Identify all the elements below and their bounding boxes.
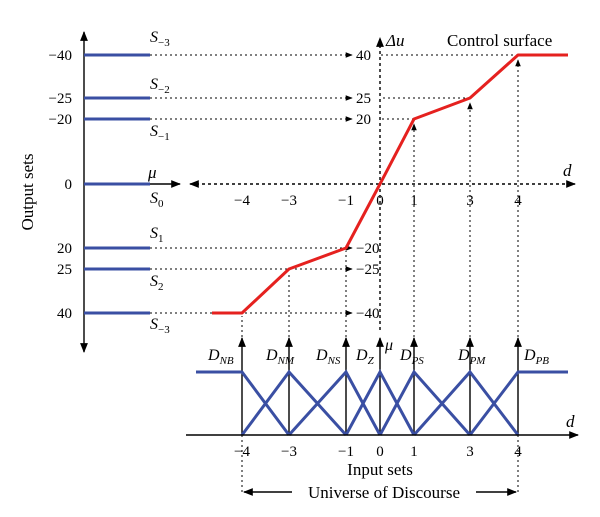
mf-ps bbox=[378, 369, 472, 436]
output-tick-m20: −20 bbox=[49, 112, 72, 128]
upper-d-tick-0: 0 bbox=[376, 193, 384, 209]
input-membership-functions bbox=[196, 368, 568, 437]
output-tick-labels: −40 −25 −20 0 20 25 40 bbox=[49, 48, 72, 322]
universe-label-bg bbox=[292, 481, 476, 503]
control-surface-label: Control surface bbox=[447, 31, 552, 50]
mf-ns bbox=[287, 369, 382, 437]
upper-d-tick-m4: −4 bbox=[234, 193, 250, 209]
mf-nm bbox=[240, 369, 348, 437]
mf-pm bbox=[412, 369, 520, 436]
control-surface-curve bbox=[212, 53, 568, 315]
set-name-ps: DPS bbox=[399, 347, 424, 367]
universe-label: Universe of Discourse bbox=[308, 483, 460, 502]
upper-d-tick-m1: −1 bbox=[338, 193, 354, 209]
set-name-s-m1: S−1 bbox=[150, 123, 170, 143]
lower-d-tick-m4: −4 bbox=[234, 444, 250, 460]
du-tick-m40: −40 bbox=[356, 306, 379, 322]
set-name-s-m2: S−2 bbox=[150, 76, 170, 96]
output-set-names: S−3 S−2 S−1 S0 S1 S2 S−3 bbox=[150, 29, 170, 336]
du-tick-20: 20 bbox=[356, 112, 371, 128]
lower-d-tick-m3: −3 bbox=[281, 444, 297, 460]
output-tick-m40: −40 bbox=[49, 48, 72, 64]
output-tick-m25: −25 bbox=[49, 91, 72, 107]
set-name-nb: DNB bbox=[207, 347, 234, 367]
lower-d-tick-labels: −4 −3 −1 0 1 3 4 bbox=[234, 444, 522, 460]
upper-d-label: d bbox=[563, 161, 572, 180]
set-name-nm: DNM bbox=[265, 347, 295, 367]
upper-d-tick-labels: −4 −3 −1 0 1 3 4 bbox=[234, 193, 522, 209]
delta-u-label: Δu bbox=[385, 31, 404, 50]
output-tick-40: 40 bbox=[57, 306, 72, 322]
input-sets-label: Input sets bbox=[347, 460, 413, 479]
du-tick-m20: −20 bbox=[356, 241, 379, 257]
horizontal-guides bbox=[150, 52, 518, 316]
delta-u-tick-labels: 40 25 20 −20 −25 −40 bbox=[356, 48, 379, 322]
output-tick-25: 25 bbox=[57, 262, 72, 278]
set-name-s-0: S0 bbox=[150, 190, 164, 210]
lower-d-tick-m1: −1 bbox=[338, 444, 354, 460]
lower-d-tick-1: 1 bbox=[410, 444, 418, 460]
set-name-pm: DPM bbox=[457, 347, 486, 367]
mf-pb bbox=[468, 370, 568, 436]
set-name-s-1: S1 bbox=[150, 225, 164, 245]
input-mu-label: μ bbox=[384, 337, 393, 354]
set-name-z: DZ bbox=[355, 347, 375, 367]
set-name-ns: DNS bbox=[315, 347, 341, 367]
output-tick-20: 20 bbox=[57, 241, 72, 257]
lower-d-tick-3: 3 bbox=[466, 444, 474, 460]
lower-d-tick-4: 4 bbox=[514, 444, 522, 460]
mf-nb bbox=[196, 370, 291, 436]
set-name-s-2: S2 bbox=[150, 273, 164, 293]
upper-d-tick-m3: −3 bbox=[281, 193, 297, 209]
membership-peak-arrows bbox=[238, 337, 522, 435]
set-name-pb: DPB bbox=[523, 347, 549, 367]
set-name-s-m3-top: S−3 bbox=[150, 29, 170, 49]
du-tick-m25: −25 bbox=[356, 262, 379, 278]
output-sets-label: Output sets bbox=[18, 154, 37, 231]
mf-z bbox=[344, 368, 416, 436]
output-tick-0: 0 bbox=[65, 177, 73, 193]
lower-d-label: d bbox=[566, 412, 575, 431]
du-tick-40: 40 bbox=[356, 48, 371, 64]
output-mu-label: μ bbox=[147, 163, 157, 182]
lower-d-tick-0: 0 bbox=[376, 444, 384, 460]
du-tick-25: 25 bbox=[356, 91, 371, 107]
output-singletons bbox=[84, 53, 150, 315]
set-name-s-m3-bottom: S−3 bbox=[150, 316, 170, 336]
input-set-names: DNB DNM DNS DZ DPS DPM DPB bbox=[207, 347, 549, 367]
